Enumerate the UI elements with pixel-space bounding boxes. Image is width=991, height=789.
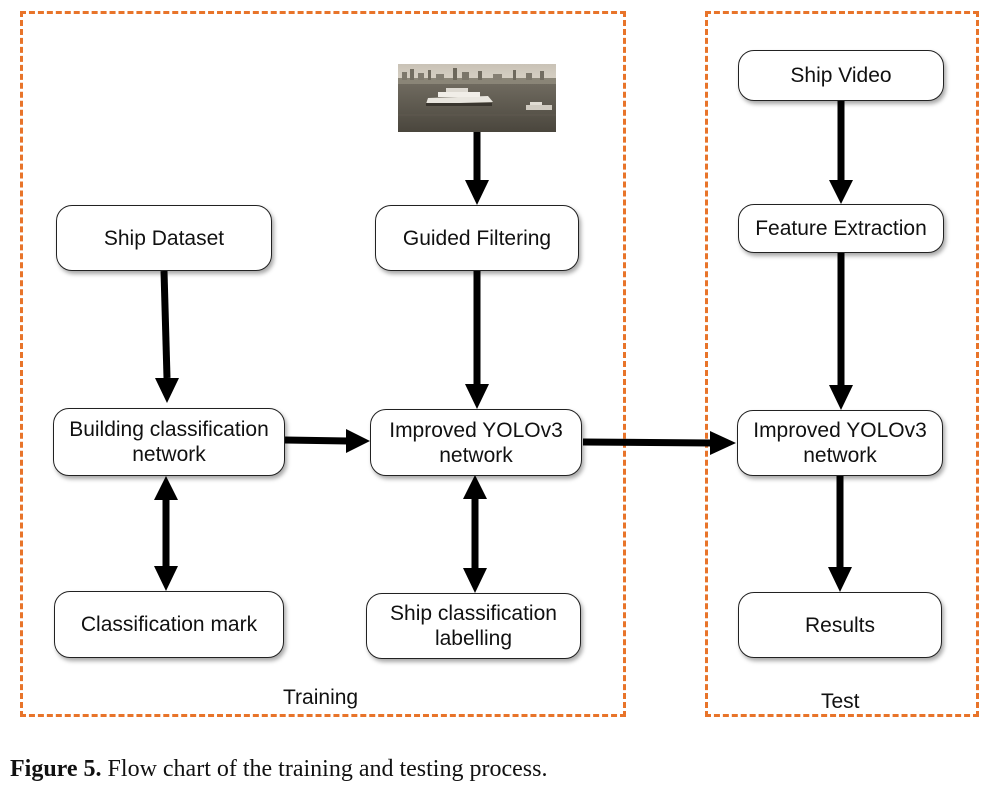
node-results: Results	[738, 592, 942, 658]
arrow-feature-to-yolo	[829, 253, 853, 410]
arrow-yolo-labelling	[463, 475, 487, 593]
arrow-train-to-test	[582, 431, 736, 455]
node-improved-yolov3-train: Improved YOLOv3 network	[370, 409, 582, 476]
node-improved-yolov3-test: Improved YOLOv3 network	[737, 410, 943, 476]
node-ship-dataset: Ship Dataset	[56, 205, 272, 271]
node-feature-extraction: Feature Extraction	[738, 204, 944, 253]
test-label: Test	[821, 690, 860, 713]
arrow-building-classmark	[154, 476, 178, 591]
node-classification-mark: Classification mark	[54, 591, 284, 658]
ship-photo	[398, 64, 556, 132]
training-region	[20, 11, 626, 717]
arrow-photo-to-guided	[465, 132, 489, 205]
arrow-dataset-to-building	[155, 270, 179, 403]
node-building-classification: Building classification network	[53, 408, 285, 476]
figure-caption: Figure 5. Flow chart of the training and…	[10, 756, 547, 783]
node-ship-video: Ship Video	[738, 50, 944, 101]
arrow-building-to-yolo	[284, 429, 370, 453]
arrow-video-to-feature	[829, 101, 853, 204]
caption-text: Flow chart of the training and testing p…	[101, 756, 548, 782]
arrow-yolo-to-results	[828, 475, 852, 592]
test-region	[705, 11, 979, 717]
training-label: Training	[283, 686, 359, 709]
node-guided-filtering: Guided Filtering	[375, 205, 579, 271]
arrow-guided-to-yolo	[465, 270, 489, 409]
node-ship-classification-labelling: Ship classification labelling	[366, 593, 581, 659]
caption-label: Figure 5.	[10, 756, 102, 782]
